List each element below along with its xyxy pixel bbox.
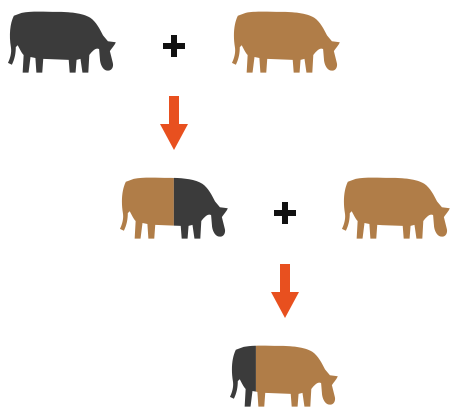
cow-icon-parent-a-silhouette — [7, 11, 116, 73]
cow-icon-parent-b-silhouette — [231, 11, 340, 73]
down-arrow-icon-1 — [160, 96, 188, 150]
cow-icon-parent-b-gen2-silhouette — [341, 177, 450, 239]
cow-icon-offspring-gen3 — [229, 345, 338, 407]
down-arrow-icon-2 — [271, 264, 299, 318]
cow-icon-parent-b — [231, 11, 340, 73]
cow-icon-parent-b-gen2 — [341, 177, 450, 239]
operator-layer — [160, 35, 299, 318]
plus-icon-2 — [274, 202, 296, 224]
cow-icon-parent-a — [7, 11, 116, 73]
plus-icon-1 — [163, 35, 185, 57]
cow-icon-offspring-gen2 — [119, 177, 228, 239]
cow-layer — [7, 11, 450, 407]
